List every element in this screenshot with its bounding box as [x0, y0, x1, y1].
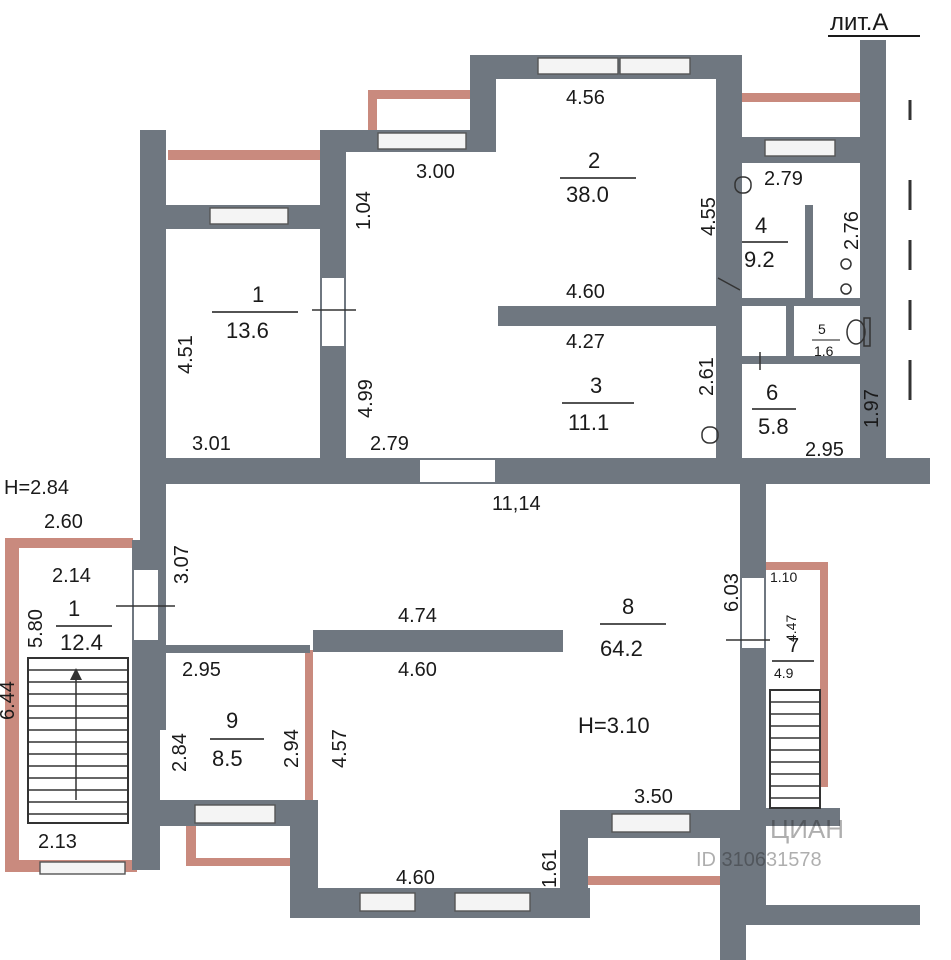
door-openings	[116, 277, 770, 648]
dim-460c: 4.60	[396, 867, 435, 889]
height-upper: H=2.84	[4, 477, 69, 499]
room-2-number: 2	[588, 148, 600, 173]
room-1-upper-area: 13.6	[226, 318, 269, 343]
dim-294: 2.94	[281, 729, 303, 768]
dim-295a: 2.95	[805, 439, 844, 461]
room-2-area: 38.0	[566, 182, 609, 207]
stairs-right	[769, 689, 821, 809]
watermark-brand: ЦИАН	[770, 814, 844, 844]
room-3-area: 11.1	[568, 410, 609, 435]
dim-284: 2.84	[169, 733, 191, 772]
height-lower: H=3.10	[578, 713, 650, 738]
overall-width: 11,14	[492, 493, 541, 515]
dim-455: 4.55	[698, 197, 720, 236]
vertical-dimension-labels: 1.04 4.55 2.76 2.61 4.51 4.99 1.97 5.80 …	[0, 191, 883, 888]
room-9-area: 8.5	[212, 746, 243, 771]
dim-295b: 2.95	[182, 659, 221, 681]
dim-457: 4.57	[329, 729, 351, 768]
dim-161: 1.61	[539, 849, 561, 888]
dim-603: 6.03	[721, 573, 743, 612]
dim-260: 2.60	[44, 511, 83, 533]
dim-447: 4.47	[783, 615, 799, 642]
room-1-stair-area: 12.4	[60, 630, 103, 655]
room-3-number: 3	[590, 373, 602, 398]
toilet-icon	[846, 317, 871, 347]
room-5-number: 5	[818, 321, 826, 337]
room-6-area: 5.8	[758, 414, 789, 439]
dim-104: 1.04	[353, 191, 375, 230]
windows	[39, 57, 836, 912]
room-1-stair-number: 1	[68, 596, 80, 621]
room-8-area: 64.2	[600, 636, 643, 661]
dim-197: 1.97	[861, 389, 883, 428]
room-6-number: 6	[766, 380, 778, 405]
dim-350: 3.50	[634, 786, 673, 808]
room-5-area: 1.6	[814, 343, 834, 359]
dim-460a: 4.60	[566, 281, 605, 303]
room-labels: 1 13.6 2 38.0 3 11.1 4 9.2 5 1.6 6 5.8 1…	[56, 148, 840, 771]
dim-261: 2.61	[696, 357, 718, 396]
dim-460b: 4.60	[398, 659, 437, 681]
dim-456: 4.56	[566, 87, 605, 109]
room-8-number: 8	[622, 594, 634, 619]
exterior-terrace-walls	[5, 90, 865, 885]
watermark-id: ID 310631578	[696, 849, 822, 871]
dim-644: 6.44	[0, 681, 19, 720]
dim-301: 3.01	[192, 433, 231, 455]
dim-474: 4.74	[398, 605, 437, 627]
room-9-number: 9	[226, 708, 238, 733]
dim-110: 1.10	[770, 569, 797, 585]
dim-276: 2.76	[841, 211, 863, 250]
stairs-left	[27, 657, 129, 824]
room-4-area: 9.2	[744, 247, 775, 272]
radiator-icon	[840, 258, 852, 295]
room-7-area: 4.9	[774, 665, 794, 681]
dim-451: 4.51	[175, 335, 197, 374]
dim-499: 4.99	[355, 379, 377, 418]
dim-279b: 2.79	[370, 433, 409, 455]
room-4-number: 4	[755, 213, 767, 238]
dim-213: 2.13	[38, 831, 77, 853]
watermark: ЦИАН ID 310631578	[696, 814, 844, 871]
room-7-number: 7	[788, 635, 799, 657]
room-1-upper-number: 1	[252, 282, 264, 307]
dimension-labels: 4.56 3.00 2.79 4.60 4.27 3.01 2.79 2.95 …	[38, 87, 844, 889]
dim-427: 4.27	[566, 331, 605, 353]
dim-307: 3.07	[171, 545, 193, 584]
dim-214: 2.14	[52, 565, 91, 587]
plan-title: лит.А	[830, 9, 888, 36]
dim-300: 3.00	[416, 161, 455, 183]
sink-icon	[701, 176, 752, 444]
dim-279a: 2.79	[764, 168, 803, 190]
dim-580: 5.80	[25, 609, 47, 648]
